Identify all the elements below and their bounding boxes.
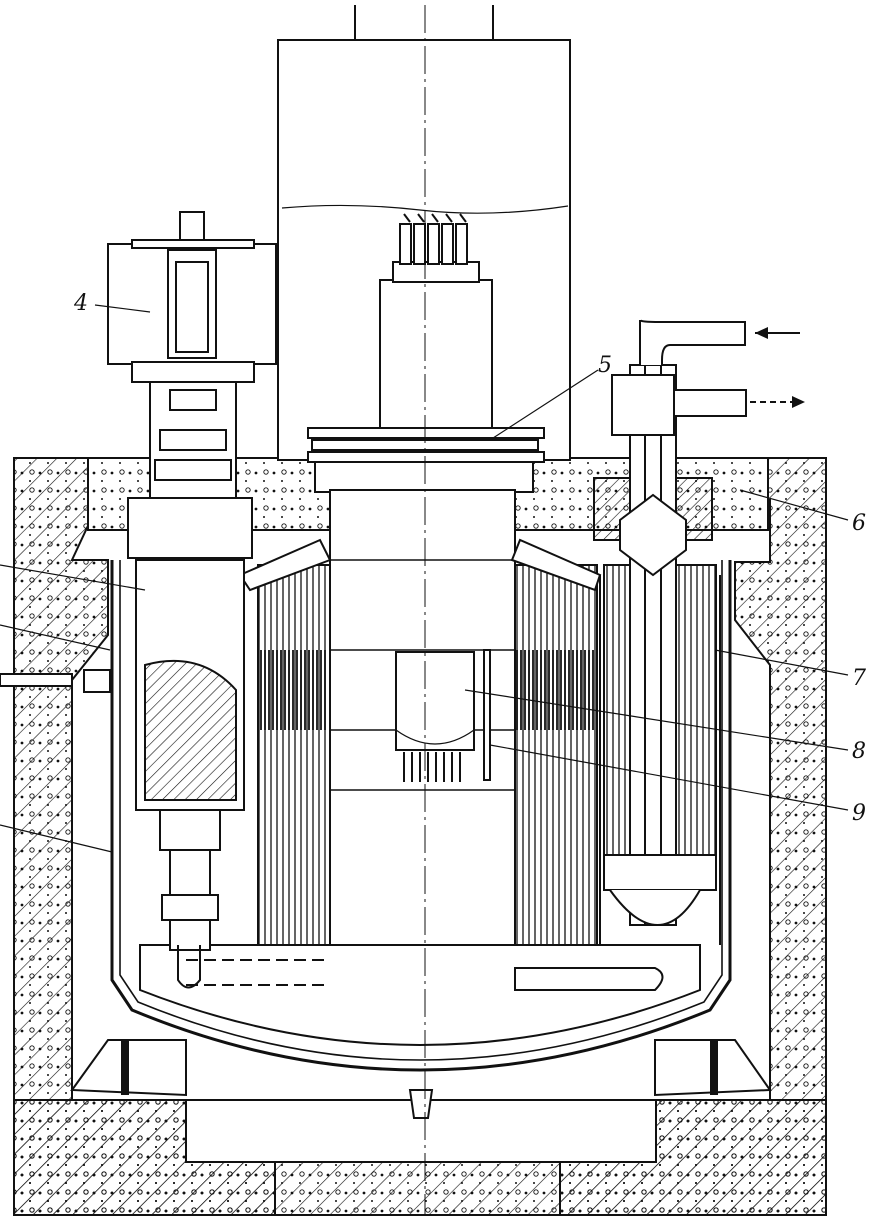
control-rod-drives [399,213,468,265]
vessel-supports [70,1039,772,1097]
label-7: 7 [852,666,866,691]
primary-pump [107,211,330,989]
label-6: 6 [852,511,866,536]
label-9: 9 [852,801,866,826]
control-rod-tips [403,752,461,782]
callout-labels: 4 5 6 7 8 9 [73,291,866,826]
flow-arrows: ← → [750,327,805,408]
intermediate-heat-exchanger [514,319,747,991]
label-5: 5 [598,353,612,378]
label-8: 8 [852,739,866,764]
core-tube-bank [238,489,602,946]
side-pipe [0,669,111,693]
rotating-plug [307,213,545,493]
leader-lines [0,304,849,853]
label-4: 4 [73,291,88,316]
